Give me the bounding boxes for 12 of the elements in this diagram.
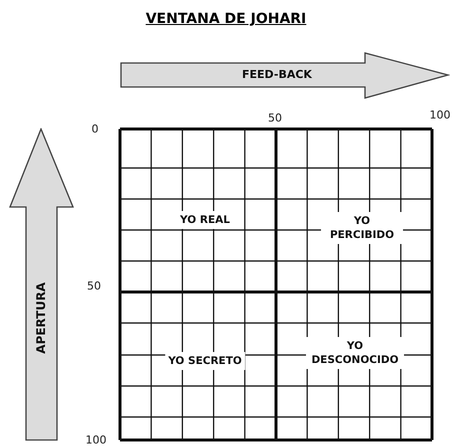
title: VENTANA DE JOHARI: [146, 11, 306, 27]
axis-tick-label: 100: [86, 434, 106, 446]
quadrant-label: YO REAL: [177, 211, 233, 229]
arrow-label: FEED-BACK: [242, 68, 312, 81]
axis-tick-label: 50: [87, 280, 101, 292]
axis-tick-label: 0: [92, 122, 98, 136]
quadrant-label: YO DESCONOCIDO: [306, 337, 404, 369]
quadrant-label: YO PERCIBIDO: [321, 212, 403, 244]
axis-tick-label: 100: [430, 108, 450, 122]
arrow-label: APERTURA: [34, 282, 48, 354]
axis-tick-label: 50: [268, 112, 282, 124]
quadrant-label: YO SECRETO: [165, 352, 245, 370]
